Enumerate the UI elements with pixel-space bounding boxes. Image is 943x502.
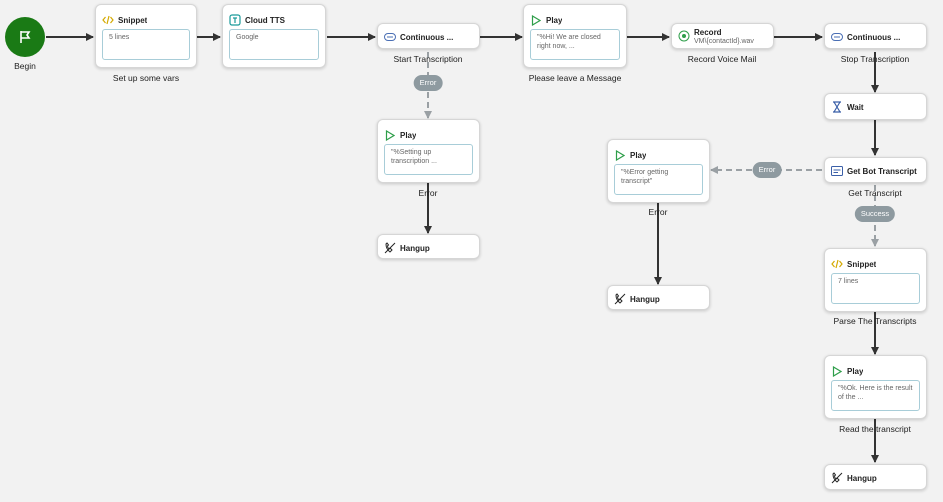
node-caption: Please leave a Message [528, 73, 622, 83]
node-title: Hangup [847, 473, 877, 483]
transcription-icon [384, 31, 396, 43]
hangup-phone-icon [614, 293, 626, 305]
record-icon [678, 30, 690, 42]
tts-icon [229, 14, 241, 26]
node-title: Record [694, 28, 722, 37]
node-caption: Parse The Transcripts [833, 316, 917, 326]
edge-label-error: Error [752, 162, 782, 178]
continuous-start-node[interactable]: Continuous ... [377, 23, 480, 49]
node-subtitle: VM\{contactId}.wav [694, 38, 754, 45]
hangup-phone-icon [384, 242, 396, 254]
node-caption: Read the transcript [839, 424, 911, 434]
node-caption: Start Transcription [393, 54, 463, 64]
node-caption: Error [648, 207, 668, 217]
play-leave-message-node[interactable]: Play "%Hi! We are closed right now, ... [523, 4, 627, 68]
node-title: Get Bot Transcript [847, 166, 917, 176]
play-icon [530, 14, 542, 26]
hangup-node[interactable]: Hangup [824, 464, 927, 490]
transcript-icon [831, 165, 843, 177]
begin-node[interactable] [5, 17, 45, 57]
node-title: Continuous ... [400, 32, 454, 42]
node-preview: "%Ok. Here is the result of the ... [831, 380, 920, 411]
play-icon [384, 129, 396, 141]
node-preview: Google [229, 29, 319, 60]
node-title: Hangup [400, 243, 430, 253]
continuous-stop-node[interactable]: Continuous ... [824, 23, 927, 49]
node-title: Snippet [118, 15, 148, 25]
node-title: Continuous ... [847, 32, 901, 42]
snippet-node-parse[interactable]: Snippet 7 lines [824, 248, 927, 312]
play-icon [614, 149, 626, 161]
transcription-icon [831, 31, 843, 43]
hangup-node[interactable]: Hangup [377, 234, 480, 259]
edge-label-success: Success [854, 206, 896, 222]
node-caption: Error [418, 188, 438, 198]
flag-icon [20, 31, 31, 43]
play-error-transcript-node[interactable]: Play "%Error getting transcript" [607, 139, 710, 203]
node-title: Wait [847, 102, 864, 112]
node-caption: Get Transcript [848, 188, 902, 198]
node-caption: Stop Transcription [840, 54, 910, 64]
node-caption: Set up some vars [112, 73, 180, 83]
code-icon [102, 14, 114, 26]
node-title: Play [546, 15, 563, 25]
edge-label-error: Error [413, 75, 443, 91]
hangup-node[interactable]: Hangup [607, 285, 710, 310]
node-preview: 7 lines [831, 273, 920, 304]
play-icon [831, 365, 843, 377]
node-title: Play [400, 130, 417, 140]
node-preview: 5 lines [102, 29, 190, 60]
begin-label: Begin [14, 61, 36, 71]
node-preview: "%Hi! We are closed right now, ... [530, 29, 620, 60]
play-error-setup-node[interactable]: Play "%Setting up transcription ... [377, 119, 480, 183]
get-bot-transcript-node[interactable]: Get Bot Transcript [824, 157, 927, 183]
node-title: Play [847, 366, 864, 376]
node-title: Hangup [630, 294, 660, 304]
node-title: Cloud TTS [245, 15, 285, 25]
code-icon [831, 258, 843, 270]
node-title: Snippet [847, 259, 877, 269]
hangup-phone-icon [831, 472, 843, 484]
wait-node[interactable]: Wait [824, 93, 927, 120]
snippet-node-setup[interactable]: Snippet 5 lines [95, 4, 197, 68]
hourglass-icon [831, 101, 843, 113]
node-preview: "%Error getting transcript" [614, 164, 703, 195]
play-read-transcript-node[interactable]: Play "%Ok. Here is the result of the ... [824, 355, 927, 419]
node-caption: Record Voice Mail [687, 54, 757, 64]
node-preview: "%Setting up transcription ... [384, 144, 473, 175]
cloud-tts-node[interactable]: Cloud TTS Google [222, 4, 326, 68]
node-title: Play [630, 150, 647, 160]
